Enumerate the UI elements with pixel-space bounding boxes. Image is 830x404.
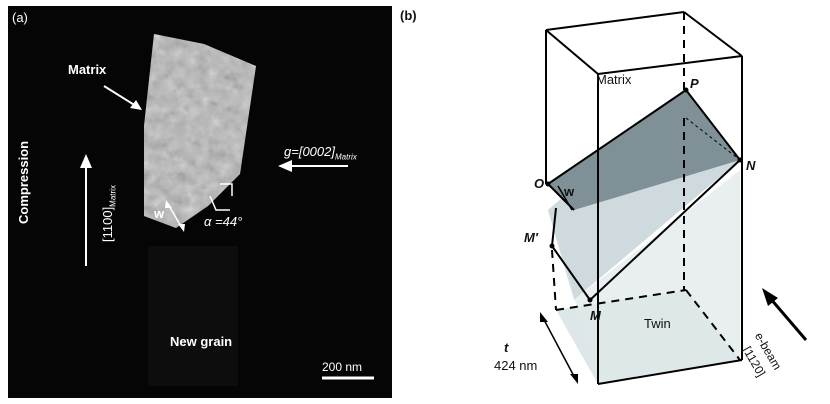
point-m-prime-label: M′ [524,230,538,245]
new-grain-label: New grain [170,334,233,349]
point-p-label: P [690,76,699,91]
twin-label: Twin [644,316,671,331]
tem-micrograph-panel: (a) Matrix g=[0002]Matrix Compression [1… [8,6,392,398]
alpha-label: α =44° [204,214,243,229]
schematic-panel: (b) Matrix P N O M′ M w Twin t 424 nm e-… [396,0,830,404]
point-n-label: N [746,158,756,173]
schematic-matrix-label: Matrix [596,72,632,87]
w-label: w [154,206,165,221]
compression-label: Compression [16,140,31,224]
point-o-label: O [534,176,545,191]
scale-bar-label: 200 nm [322,360,363,374]
panel-b-label: (b) [400,8,417,23]
matrix-label: Matrix [68,62,107,77]
panel-a-label: (a) [12,10,28,25]
g-vector-label: g=[0002]Matrix [284,144,357,162]
thickness-value: 424 nm [494,358,538,373]
thickness-symbol: t [504,340,509,355]
schematic-w-label: w [564,184,575,199]
direction-label: [1100]Matrix [100,185,118,242]
point-m-label: M [590,308,601,323]
micrograph-image [80,34,374,386]
schematic-drawing [540,11,808,385]
